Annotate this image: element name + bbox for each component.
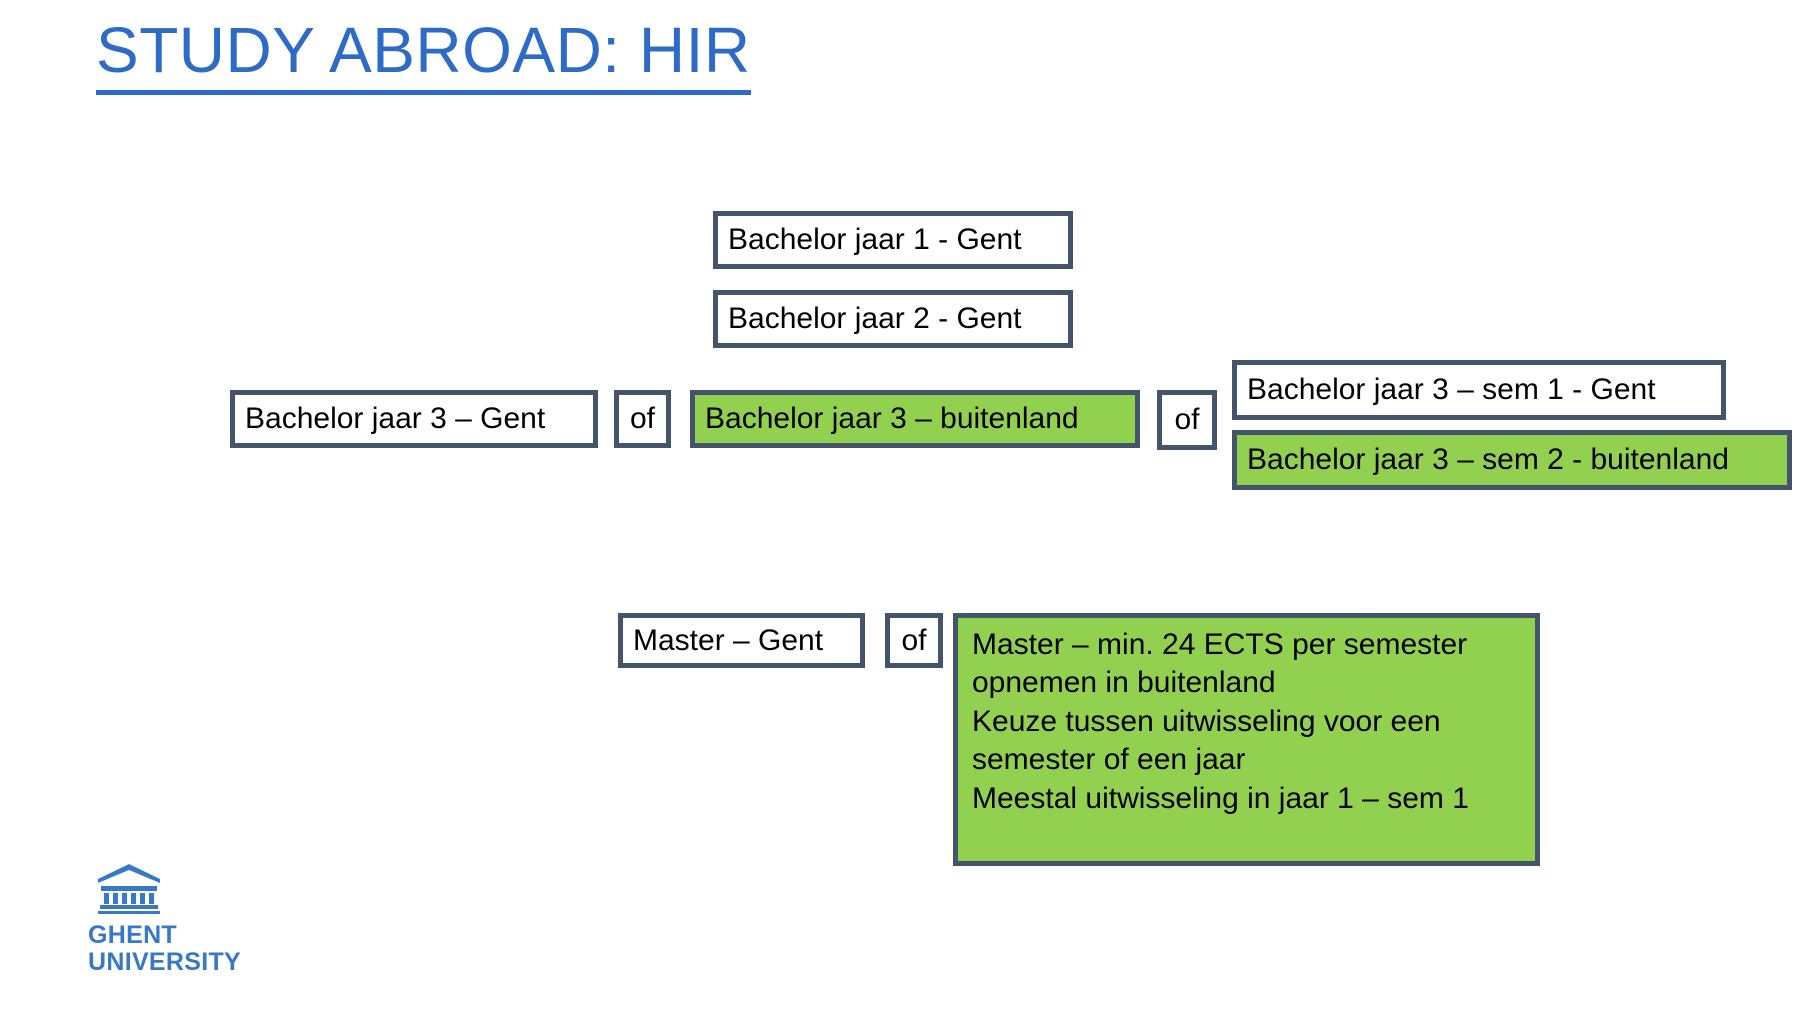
box-bachelor-year-3-gent: Bachelor jaar 3 – Gent (230, 390, 598, 448)
logo-line-ghent: GHENT (88, 921, 177, 949)
box-bachelor-year-3-abroad: Bachelor jaar 3 – buitenland (690, 390, 1140, 448)
box-bachelor-year-2: Bachelor jaar 2 - Gent (713, 290, 1073, 348)
box-master-gent: Master – Gent (618, 613, 865, 668)
master-abroad-line-2: opnemen in buitenland (972, 666, 1276, 700)
ghent-university-wordmark: GHENT UNIVERSITY (88, 921, 242, 976)
page-title: STUDY ABROAD: HIR (96, 14, 751, 95)
master-abroad-line-3: Keuze tussen uitwisseling voor een (972, 704, 1441, 738)
box-master-abroad-details: Master – min. 24 ECTS per semester opnem… (953, 613, 1540, 866)
box-or-first: of (614, 390, 671, 448)
box-bachelor-year-3-sem-2-abroad: Bachelor jaar 3 – sem 2 - buitenland (1232, 430, 1792, 490)
box-bachelor-year-3-sem-1-gent: Bachelor jaar 3 – sem 1 - Gent (1232, 360, 1726, 420)
logo-line-university: UNIVERSITY (88, 947, 242, 976)
box-or-third: of (885, 613, 943, 668)
box-bachelor-year-1: Bachelor jaar 1 - Gent (713, 211, 1073, 269)
ghent-university-logo: GHENT UNIVERSITY (88, 862, 242, 984)
master-abroad-line-1: Master – min. 24 ECTS per semester (972, 628, 1468, 661)
master-abroad-line-4: semester of een jaar (972, 743, 1246, 777)
master-abroad-line-5: Meestal uitwisseling in jaar 1 – sem 1 (972, 781, 1469, 815)
box-or-second: of (1157, 390, 1217, 450)
classical-building-icon (98, 864, 160, 914)
